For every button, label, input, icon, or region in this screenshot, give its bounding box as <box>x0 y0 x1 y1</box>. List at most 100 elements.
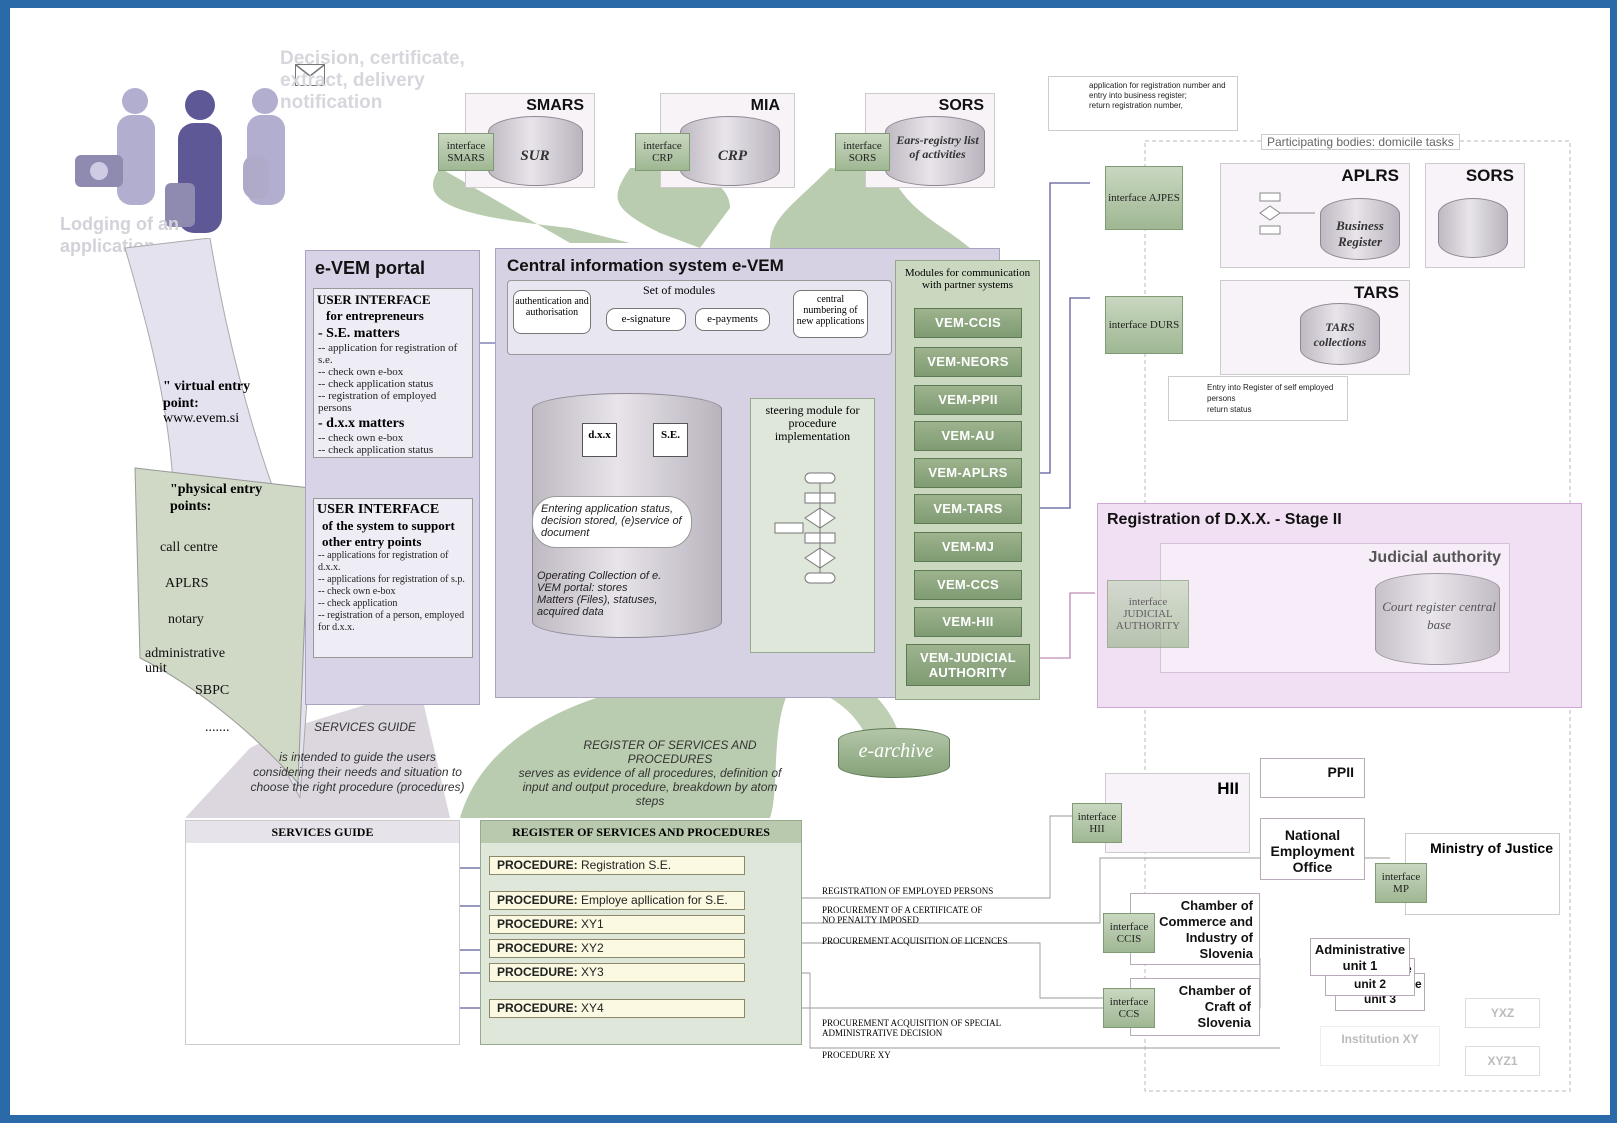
module-vem-ccis[interactable]: VEM-CCIS <box>914 308 1022 338</box>
e-archive-database[interactable] <box>838 728 950 778</box>
ui-entrepreneurs-box: USER INTERFACE for entrepreneurs - S.E. … <box>313 288 473 458</box>
flow-services <box>185 688 450 818</box>
steering-module-label: steering module for procedure implementa… <box>765 403 860 443</box>
ui2-item-dxx[interactable]: -- applications for registration of d.x.… <box>318 550 449 573</box>
interface-crp[interactable]: interface CRP <box>635 133 690 171</box>
register-caption-title: REGISTER OF SERVICES AND PROCEDURES <box>583 738 757 766</box>
module-vem-ppii[interactable]: VEM-PPII <box>914 385 1022 415</box>
phone-handset-icon <box>165 183 195 227</box>
ui2-item-ebox[interactable]: -- check own e-box <box>318 586 396 597</box>
e-archive-label: e-archive <box>858 740 934 762</box>
users-illustration <box>65 83 305 253</box>
tars-title: TARS <box>1353 283 1399 302</box>
ui2-item-application[interactable]: -- check application <box>318 598 398 609</box>
doc-se[interactable]: S.E. <box>653 423 688 457</box>
central-title: Central information system e-VEM <box>507 256 784 275</box>
se-item-ebox[interactable]: -- check own e-box <box>318 366 404 378</box>
dxx-item-ebox[interactable]: -- check own e-box <box>318 432 404 444</box>
dxx-item-status[interactable]: -- check application status <box>318 444 434 456</box>
interface-ccis[interactable]: interface CCIS <box>1103 913 1155 953</box>
ui2-item-sp[interactable]: -- applications for registration of s.p. <box>318 574 465 585</box>
procedure-registration-se[interactable]: PROCEDURE: Registration S.E. <box>489 856 745 875</box>
ppii-box[interactable]: PPII <box>1260 758 1365 798</box>
register-box: REGISTER OF SERVICES AND PROCEDURES PROC… <box>480 820 802 1045</box>
hii-title: HII <box>1217 779 1239 798</box>
ui2-item-person[interactable]: -- registration of a person, employed fo… <box>318 610 465 633</box>
ui1-subtitle: for entrepreneurs <box>326 308 424 323</box>
module-authentication[interactable]: authentication and authorisation <box>513 290 591 334</box>
xyz1-box[interactable]: XYZ1 <box>1465 1046 1540 1076</box>
sur-label: SUR <box>520 148 550 164</box>
interface-smars[interactable]: interface SMARS <box>438 133 494 171</box>
entry-sbpc[interactable]: SBPC <box>195 683 230 698</box>
interface-mp[interactable]: interface MP <box>1375 863 1427 903</box>
entry-more: ....... <box>205 720 230 735</box>
procedure-xy1[interactable]: PROCEDURE: XY1 <box>489 915 745 934</box>
steering-flowchart <box>774 472 836 584</box>
module-vem-tars[interactable]: VEM-TARS <box>914 494 1022 524</box>
crp-label: CRP <box>717 148 748 164</box>
module-vem-ccs[interactable]: VEM-CCS <box>914 570 1022 600</box>
procedure-xy3[interactable]: PROCEDURE: XY3 <box>489 963 745 982</box>
module-vem-neors[interactable]: VEM-NEORS <box>914 347 1022 377</box>
interface-durs[interactable]: interface DURS <box>1105 296 1183 354</box>
yxz-box[interactable]: YXZ <box>1465 998 1540 1028</box>
doc-dxx[interactable]: d.x.x <box>582 423 617 457</box>
institution-xy-box[interactable]: Institution XY <box>1320 1026 1440 1066</box>
procedure-xy2[interactable]: PROCEDURE: XY2 <box>489 939 745 958</box>
legend-self-employed: Entry into Register of self employed per… <box>1168 376 1348 421</box>
link-procedure-xy: PROCEDURE XY <box>822 1050 891 1060</box>
entering-status-note: Entering application status, decision st… <box>532 496 692 548</box>
link-special-decision: PROCUREMENT ACQUISITION OF SPECIAL ADMIN… <box>822 1018 1001 1038</box>
procedure-employe-application[interactable]: PROCEDURE: Employe apllication for S.E. <box>489 891 745 910</box>
ministry-of-justice-title: Ministry of Justice <box>1430 840 1553 856</box>
national-employment-office-box[interactable]: National Employment Office <box>1260 818 1365 880</box>
entry-administrative-unit[interactable]: administrative unit <box>145 646 226 676</box>
judicial-title: Judicial authority <box>1368 549 1501 566</box>
module-vem-judicial-authority[interactable]: VEM-JUDICIAL AUTHORITY <box>906 644 1030 686</box>
interface-hii[interactable]: interface HII <box>1072 803 1122 843</box>
module-vem-au[interactable]: VEM-AU <box>914 421 1022 451</box>
hii-box: HII <box>1105 773 1250 853</box>
ui-entry-points-box: USER INTERFACE of the system to support … <box>313 498 473 658</box>
business-register-label: Business Register <box>1336 218 1384 249</box>
court-register-label: Court register central base <box>1382 599 1496 632</box>
module-esignature[interactable]: e-signature <box>606 308 686 331</box>
procedure-xy4[interactable]: PROCEDURE: XY4 <box>489 999 745 1018</box>
module-vem-mj[interactable]: VEM-MJ <box>914 532 1022 562</box>
entry-notary[interactable]: notary <box>168 612 204 627</box>
envelope-icon <box>295 64 325 86</box>
interface-sors[interactable]: interface SORS <box>835 133 890 171</box>
virtual-entry-url[interactable]: www.evem.si <box>163 411 240 426</box>
people-icon <box>75 88 285 233</box>
se-item-employed[interactable]: -- registration of employed persons <box>318 390 437 414</box>
se-item-registration[interactable]: -- application for registration of s.e. <box>318 342 458 366</box>
interface-ajpes[interactable]: interface AJPES <box>1105 166 1183 230</box>
lodging-text: Lodging of an application <box>60 214 179 256</box>
interface-judicial-authority[interactable]: interface JUDICIAL AUTHORITY <box>1107 580 1189 648</box>
ears-label: Ears-registry list of activities <box>896 133 979 161</box>
administrative-unit-1[interactable]: Administrative unit 1 <box>1310 938 1410 976</box>
interface-ccs[interactable]: interface CCS <box>1103 988 1155 1028</box>
entry-aplrs[interactable]: APLRS <box>165 576 209 591</box>
services-guide-title: SERVICES GUIDE <box>186 821 459 843</box>
module-central-numbering[interactable]: central numbering of new applications <box>793 290 868 338</box>
comm-modules-panel: Modules for communication with partner s… <box>895 260 1040 700</box>
link-certificate-no-penalty: PROCUREMENT OF A CERTIFICATE OF NO PENAL… <box>822 905 983 925</box>
stage2-title: Registration of D.X.X. - Stage II <box>1107 511 1342 528</box>
ui2-subtitle: of the system to support other entry poi… <box>322 518 455 549</box>
sur-database <box>488 116 583 186</box>
module-vem-aplrs[interactable]: VEM-APLRS <box>914 458 1022 488</box>
module-vem-hii[interactable]: VEM-HII <box>914 607 1022 637</box>
module-epayments[interactable]: e-payments <box>695 308 770 331</box>
comm-modules-title: Modules for communication with partner s… <box>904 267 1031 291</box>
physical-entry-label: "physical entry points: <box>170 482 263 514</box>
set-of-modules-label: Set of modules <box>643 283 715 297</box>
participating-label: Participating bodies: domicile tasks <box>1261 134 1460 150</box>
entry-call-centre[interactable]: call centre <box>160 540 218 555</box>
services-guide-caption-title: SERVICES GUIDE <box>314 720 416 734</box>
flow-smars <box>432 168 630 243</box>
court-register-database <box>1375 573 1500 665</box>
link-registration-employed: REGISTRATION OF EMPLOYED PERSONS <box>822 886 994 896</box>
se-item-status[interactable]: -- check application status <box>318 378 434 390</box>
